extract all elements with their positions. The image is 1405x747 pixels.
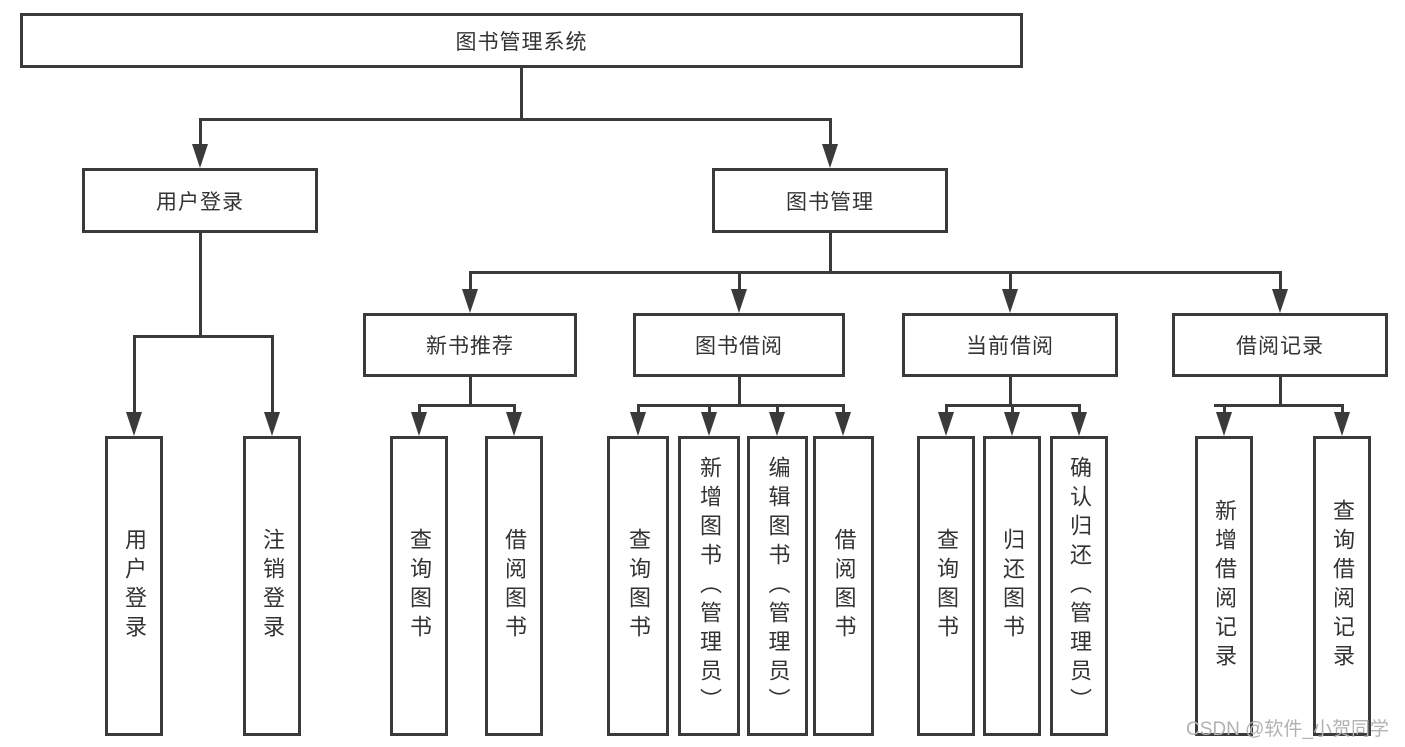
leaf-label: 新增借阅记录 — [1212, 499, 1237, 673]
leaf-label: 借阅图书 — [831, 528, 857, 644]
arrow-down-icon — [1004, 412, 1020, 436]
connector-line — [132, 335, 274, 338]
connector-line — [828, 121, 832, 149]
connector-line — [468, 377, 472, 407]
leaf-return-book: 归还图书 — [983, 436, 1041, 736]
arrow-down-icon — [462, 289, 478, 313]
node-user-login: 用户登录 — [82, 168, 318, 233]
connector-line — [737, 274, 741, 292]
node-label: 当前借阅 — [966, 335, 1054, 358]
connector-line — [1340, 407, 1344, 415]
connector-line — [132, 338, 136, 414]
connector-line — [270, 338, 274, 414]
arrow-down-icon — [1334, 412, 1350, 436]
leaf-logout-login: 注销登录 — [243, 436, 301, 736]
leaf-label: 查询借阅记录 — [1330, 499, 1355, 673]
leaf-label: 编辑图书（管理员） — [765, 455, 791, 717]
connector-line — [828, 233, 832, 273]
arrow-down-icon — [506, 412, 522, 436]
leaf-edit-book-admin: 编辑图书（管理员） — [747, 436, 808, 736]
leaf-query-books-3: 查询图书 — [917, 436, 975, 736]
node-label: 图书借阅 — [695, 335, 783, 358]
leaf-label: 用户登录 — [122, 528, 147, 644]
connector-line — [1077, 407, 1081, 415]
connector-line — [1214, 404, 1344, 407]
leaf-query-books-2: 查询图书 — [607, 436, 669, 736]
arrow-down-icon — [701, 412, 717, 436]
leaf-label: 查询图书 — [934, 528, 959, 644]
arrow-down-icon — [835, 412, 851, 436]
connector-line — [707, 407, 711, 415]
connector-line — [1222, 407, 1226, 415]
connector-line — [468, 271, 1282, 274]
node-current-borrow: 当前借阅 — [902, 313, 1118, 377]
node-label: 图书管理 — [786, 190, 874, 214]
node-label: 用户登录 — [156, 190, 244, 214]
connector-line — [1008, 377, 1012, 407]
node-library-system: 图书管理系统 — [20, 13, 1023, 68]
arrow-down-icon — [769, 412, 785, 436]
connector-line — [775, 407, 779, 415]
arrow-down-icon — [630, 412, 646, 436]
connector-line — [1010, 407, 1014, 415]
leaf-borrow-books-1: 借阅图书 — [485, 436, 543, 736]
connector-line — [841, 407, 845, 415]
arrow-down-icon — [1216, 412, 1232, 436]
connector-line — [636, 404, 845, 407]
leaf-query-books-1: 查询图书 — [390, 436, 448, 736]
node-label: 借阅记录 — [1236, 335, 1324, 358]
connector-line — [198, 121, 202, 149]
arrow-down-icon — [822, 144, 838, 168]
connector-line — [198, 118, 832, 121]
node-new-book-recommend: 新书推荐 — [363, 313, 577, 377]
arrow-down-icon — [1002, 289, 1018, 313]
leaf-label: 注销登录 — [260, 528, 285, 644]
connector-line — [1278, 377, 1282, 407]
arrow-down-icon — [126, 412, 142, 436]
arrow-down-icon — [192, 144, 208, 168]
node-book-borrow: 图书借阅 — [633, 313, 845, 377]
arrow-down-icon — [411, 412, 427, 436]
leaf-borrow-books-2: 借阅图书 — [813, 436, 874, 736]
connector-line — [944, 407, 948, 415]
arrow-down-icon — [1071, 412, 1087, 436]
arrow-down-icon — [938, 412, 954, 436]
leaf-confirm-return-admin: 确认归还（管理员） — [1050, 436, 1108, 736]
connector-line — [737, 377, 741, 407]
leaf-query-borrow-record: 查询借阅记录 — [1313, 436, 1371, 736]
connector-line — [512, 407, 516, 415]
leaf-label: 归还图书 — [1000, 528, 1025, 644]
connector-line — [198, 233, 202, 337]
leaf-add-borrow-record: 新增借阅记录 — [1195, 436, 1253, 736]
connector-line — [636, 407, 640, 415]
leaf-label: 确认归还（管理员） — [1067, 455, 1092, 717]
node-label: 新书推荐 — [426, 335, 514, 358]
csdn-watermark: CSDN @软件_小贺同学 — [1186, 719, 1389, 740]
connector-line — [519, 66, 523, 120]
arrow-down-icon — [264, 412, 280, 436]
connector-line — [468, 274, 472, 292]
arrow-down-icon — [731, 289, 747, 313]
connector-line — [944, 404, 1081, 407]
leaf-label: 借阅图书 — [502, 528, 527, 644]
leaf-label: 查询图书 — [407, 528, 432, 644]
connector-line — [1278, 274, 1282, 292]
leaf-label: 新增图书（管理员） — [697, 455, 722, 717]
connector-line — [417, 407, 421, 415]
leaf-add-book-admin: 新增图书（管理员） — [678, 436, 740, 736]
node-book-management: 图书管理 — [712, 168, 948, 233]
connector-line — [417, 404, 516, 407]
connector-line — [1008, 274, 1012, 292]
node-borrow-records: 借阅记录 — [1172, 313, 1388, 377]
leaf-label: 查询图书 — [626, 528, 651, 644]
leaf-user-login: 用户登录 — [105, 436, 163, 736]
arrow-down-icon — [1272, 289, 1288, 313]
node-label: 图书管理系统 — [455, 30, 588, 54]
